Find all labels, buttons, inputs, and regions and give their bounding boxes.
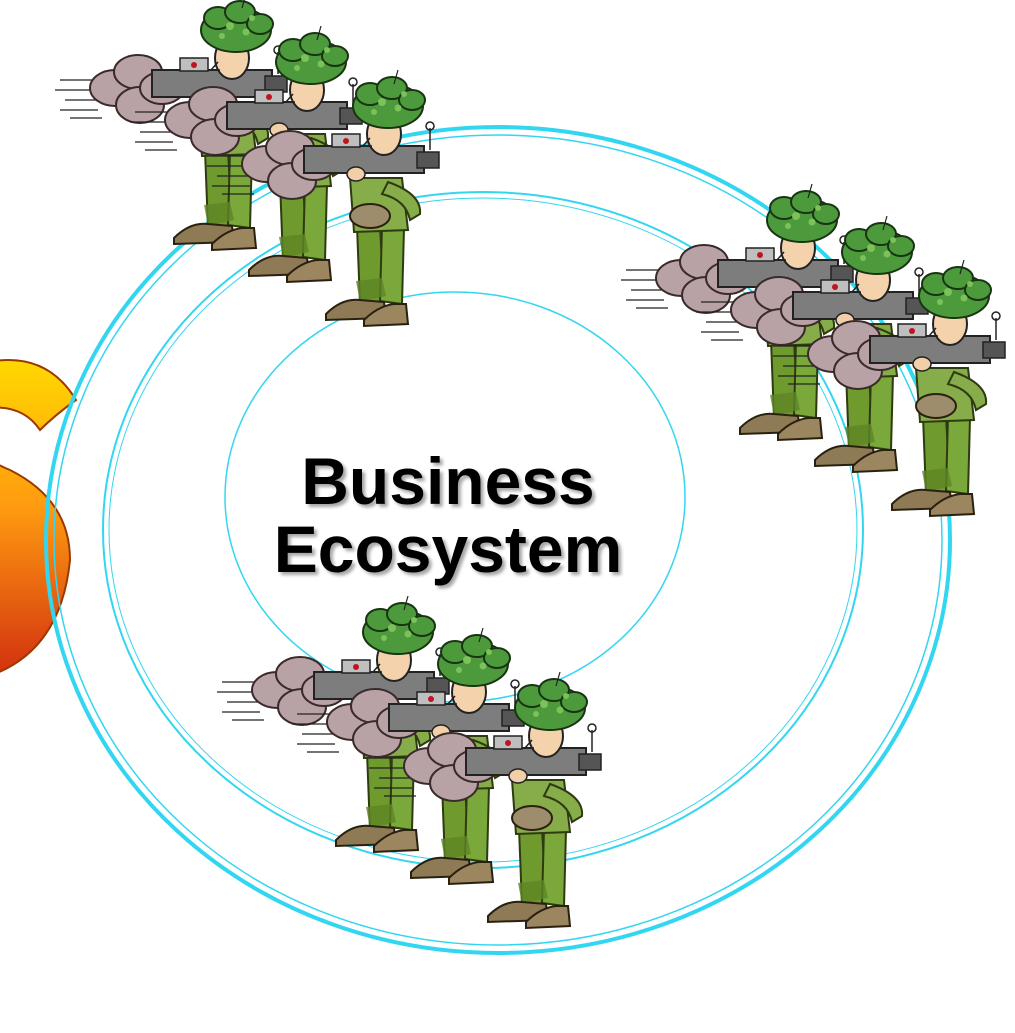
center-title-line1: Business (301, 444, 595, 518)
orange-s-letter-graphic (0, 359, 78, 673)
soldier-group-top-left (55, 0, 439, 326)
center-title: Business Ecosystem (238, 444, 658, 586)
center-title-line2: Ecosystem (273, 511, 623, 586)
outer-ring-inner-line (53, 134, 943, 946)
outer-ring (44, 125, 952, 955)
soldier-group-right (621, 184, 1005, 516)
soldier-group-bottom (217, 596, 601, 928)
